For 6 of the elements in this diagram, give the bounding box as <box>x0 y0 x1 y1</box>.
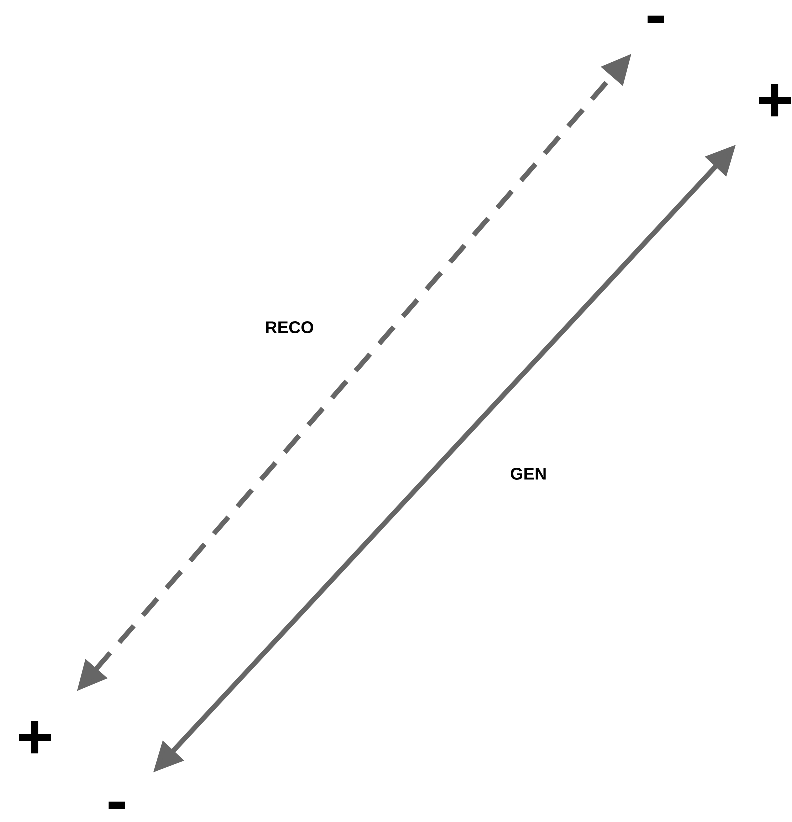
edge-label: GEN <box>511 468 546 480</box>
sign-label: - <box>648 16 664 24</box>
sign-label: + <box>759 84 792 117</box>
sign-label: + <box>19 721 52 754</box>
edge-label: RECO <box>266 322 314 334</box>
sign-label: - <box>108 802 126 810</box>
